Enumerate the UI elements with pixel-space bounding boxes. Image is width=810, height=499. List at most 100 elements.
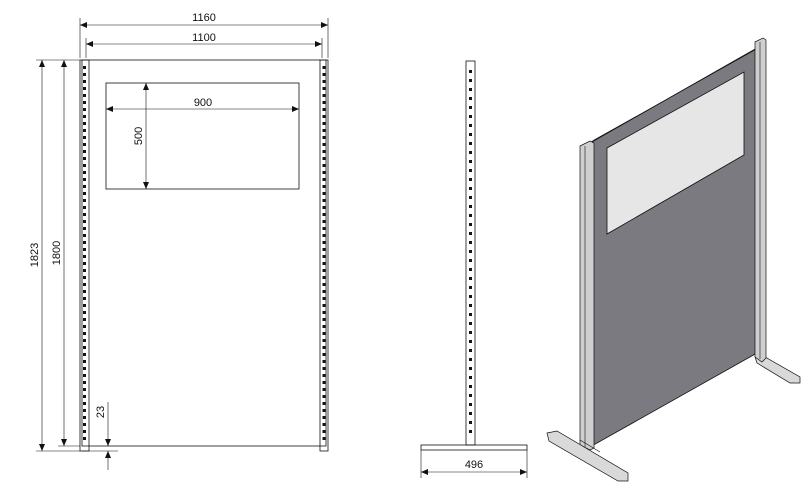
- upright-slot: [83, 388, 86, 391]
- isometric-view: [546, 37, 801, 482]
- upright-slot: [322, 374, 326, 377]
- upright-slot: [469, 268, 472, 271]
- upright-slot: [322, 227, 326, 230]
- side-view: 496: [420, 60, 528, 478]
- dim-foot-length: 496: [465, 459, 483, 471]
- upright-slot: [322, 388, 326, 391]
- upright-slot: [83, 311, 86, 314]
- upright-slot: [322, 164, 326, 167]
- upright-slot: [83, 80, 86, 83]
- upright-slot: [83, 255, 86, 258]
- upright-slot: [83, 437, 86, 440]
- upright-slot: [83, 409, 86, 412]
- upright-slot: [469, 430, 472, 433]
- upright-slot: [83, 108, 86, 111]
- left-foot: [546, 430, 629, 482]
- upright-slot: [83, 325, 86, 328]
- side-upright-slots: [469, 70, 472, 433]
- upright-slot: [83, 241, 86, 244]
- upright-slot: [322, 346, 326, 349]
- upright-slot: [469, 205, 472, 208]
- upright-slot: [322, 220, 326, 223]
- upright-slot: [322, 213, 326, 216]
- upright-slot: [322, 108, 326, 111]
- upright-slot: [469, 376, 472, 379]
- upright-slot: [469, 142, 472, 145]
- upright-slot: [322, 136, 326, 139]
- upright-slot: [83, 101, 86, 104]
- upright-slot: [469, 79, 472, 82]
- upright-slot: [322, 325, 326, 328]
- dim-inner-width: 1100: [192, 32, 216, 44]
- upright-slot: [469, 241, 472, 244]
- upright-slot: [469, 151, 472, 154]
- upright-slot: [322, 87, 326, 90]
- upright-slot: [322, 339, 326, 342]
- upright-slot: [469, 196, 472, 199]
- upright-slot: [322, 199, 326, 202]
- upright-slot: [83, 360, 86, 363]
- upright-slot: [469, 70, 472, 73]
- upright-slot: [322, 290, 326, 293]
- upright-slot: [322, 255, 326, 258]
- upright-slot: [322, 297, 326, 300]
- upright-slot: [322, 437, 326, 440]
- upright-slot: [83, 73, 86, 76]
- upright-slot: [83, 381, 86, 384]
- upright-slot: [469, 223, 472, 226]
- upright-slot: [83, 339, 86, 342]
- upright-slot: [469, 358, 472, 361]
- upright-slot: [322, 185, 326, 188]
- upright-slot: [83, 129, 86, 132]
- upright-slot: [83, 66, 86, 69]
- upright-slot: [469, 88, 472, 91]
- dim-window-width: 900: [194, 97, 212, 109]
- upright-slot: [469, 169, 472, 172]
- upright-slot: [469, 385, 472, 388]
- glass-window: [606, 71, 745, 235]
- dim-foot-clearance: 23: [95, 406, 107, 418]
- upright-slot: [322, 332, 326, 335]
- upright-slot: [83, 367, 86, 370]
- upright-slot: [83, 227, 86, 230]
- dim-window-height: 500: [133, 127, 145, 145]
- upright-slot: [469, 187, 472, 190]
- upright-slot: [322, 150, 326, 153]
- upright-slot: [469, 349, 472, 352]
- upright-slot: [83, 115, 86, 118]
- upright-slot: [83, 269, 86, 272]
- upright-slot: [83, 353, 86, 356]
- upright-slot: [322, 423, 326, 426]
- upright-slot: [83, 136, 86, 139]
- upright-slot: [83, 213, 86, 216]
- upright-slot: [322, 248, 326, 251]
- upright-slot: [83, 318, 86, 321]
- upright-slot: [322, 80, 326, 83]
- upright-slot: [83, 185, 86, 188]
- upright-slot: [83, 178, 86, 181]
- dim-panel-height: 1800: [51, 241, 63, 265]
- upright-slot: [469, 214, 472, 217]
- upright-slot: [469, 412, 472, 415]
- upright-slot: [322, 269, 326, 272]
- upright-slot: [469, 97, 472, 100]
- upright-slot: [83, 87, 86, 90]
- upright-slot: [322, 129, 326, 132]
- upright-slot: [322, 381, 326, 384]
- upright-slot: [469, 250, 472, 253]
- dim-overall-width: 1160: [192, 12, 216, 24]
- upright-slot: [83, 304, 86, 307]
- upright-slot: [469, 295, 472, 298]
- upright-slot: [322, 101, 326, 104]
- upright-slot: [83, 94, 86, 97]
- upright-slot: [322, 416, 326, 419]
- upright-slot: [469, 313, 472, 316]
- upright-slot: [322, 157, 326, 160]
- upright-slot: [469, 304, 472, 307]
- upright-slot: [83, 402, 86, 405]
- upright-slot: [322, 241, 326, 244]
- upright-slot: [469, 106, 472, 109]
- front-view: 1160 1100 900 500 1823 1800 23: [29, 12, 329, 470]
- upright-slot: [469, 160, 472, 163]
- front-window-outline: [105, 82, 300, 190]
